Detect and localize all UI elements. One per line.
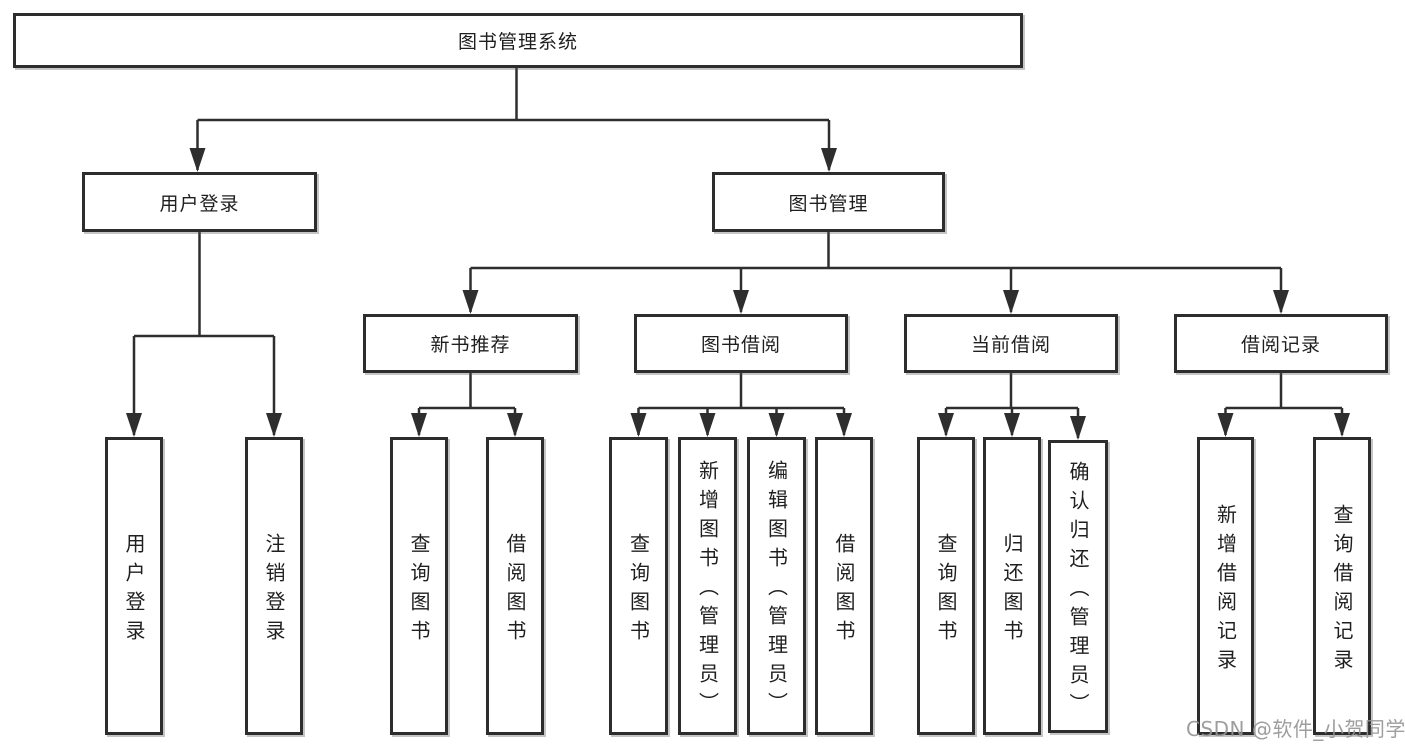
leaf-add-book-admin-label: 新增图书（管理员） [695,460,720,721]
node-new-book-recommend-label: 新书推荐 [430,334,511,356]
leaf-query-books-current: 查询图书 [917,437,975,735]
leaf-logout-label: 注销登录 [262,532,286,649]
arrow-down-icon [1217,413,1234,437]
leaf-confirm-return-admin-label: 确认归还（管理员） [1066,460,1090,722]
arrow-down-icon [768,413,785,437]
leaf-query-books-current-label: 查询图书 [934,532,958,649]
arrow-down-icon [699,413,716,437]
arrow-down-icon [733,290,749,314]
arrow-down-icon [1273,290,1289,314]
arrow-down-icon [1003,290,1019,314]
node-current-borrowing: 当前借阅 [904,314,1118,373]
arrow-down-icon [507,413,523,437]
leaf-query-borrow-record: 查询借阅记录 [1313,437,1371,735]
node-book-management-branch: 图书管理 [712,172,945,232]
connector-book-borrow [637,373,846,435]
leaf-query-books-recommend-label: 查询图书 [407,532,431,649]
node-book-management-branch-label: 图书管理 [788,192,869,215]
arrow-down-icon [1070,416,1086,440]
node-user-login-branch: 用户登录 [82,172,317,232]
leaf-borrow-books-recommend-label: 借阅图书 [503,532,527,649]
leaf-borrow-books-borrowing-label: 借阅图书 [832,532,856,649]
arrow-down-icon [938,413,954,437]
arrow-down-icon [411,413,427,437]
arrowheads-leaves [411,413,1350,440]
leaf-add-borrow-record-label: 新增借阅记录 [1213,503,1238,678]
arrowheads-level2 [189,148,837,172]
leaf-return-book: 归还图书 [983,437,1041,735]
arrow-down-icon [836,413,852,437]
node-new-book-recommend: 新书推荐 [363,314,578,373]
leaf-add-book-admin: 新增图书（管理员） [678,437,737,735]
node-user-login-branch-label: 用户登录 [159,192,240,215]
node-root-label: 图书管理系统 [457,31,578,53]
node-book-borrowing: 图书借阅 [634,314,848,373]
node-book-borrowing-label: 图书借阅 [700,334,781,356]
node-current-borrowing-label: 当前借阅 [970,334,1051,356]
arrow-down-icon [126,413,142,437]
node-borrowing-records-label: 借阅记录 [1240,334,1321,356]
arrowheads-user-login-branch [126,413,282,437]
arrow-down-icon [189,148,206,172]
csdn-watermark: CSDN @软件_小贺同学 [1186,717,1405,741]
connector-book-mgmt-branch [469,232,1283,312]
leaf-borrow-books-recommend: 借阅图书 [486,437,544,735]
leaf-query-books-borrowing-label: 查询图书 [626,532,651,649]
arrow-down-icon [1334,413,1350,437]
arrow-down-icon [821,148,837,172]
leaf-query-books-recommend: 查询图书 [390,437,448,735]
leaf-edit-book-admin-label: 编辑图书（管理员） [764,460,789,721]
leaf-return-book-label: 归还图书 [1000,532,1024,649]
arrow-down-icon [1004,413,1020,437]
leaf-confirm-return-admin: 确认归还（管理员） [1048,440,1108,733]
leaf-edit-book-admin: 编辑图书（管理员） [747,437,806,735]
leaf-user-login: 用户登录 [105,437,163,735]
node-root-library-system: 图书管理系统 [13,13,1023,68]
node-borrowing-records: 借阅记录 [1174,314,1388,373]
arrow-down-icon [630,413,647,437]
leaf-logout: 注销登录 [245,437,303,735]
leaf-user-login-label: 用户登录 [122,532,146,649]
arrow-down-icon [266,413,282,437]
leaf-borrow-books-borrowing: 借阅图书 [815,437,873,735]
leaf-add-borrow-record: 新增借阅记录 [1197,437,1254,735]
connector-root-to-level2 [196,68,831,170]
connector-borrow-records [1224,373,1344,435]
leaf-query-borrow-record-label: 查询借阅记录 [1330,503,1354,678]
arrowheads-level3 [462,290,1289,314]
connector-user-login-branch [132,232,276,435]
arrow-down-icon [462,290,479,314]
leaf-query-books-borrowing: 查询图书 [609,437,668,735]
connector-new-book-rec [417,373,517,435]
